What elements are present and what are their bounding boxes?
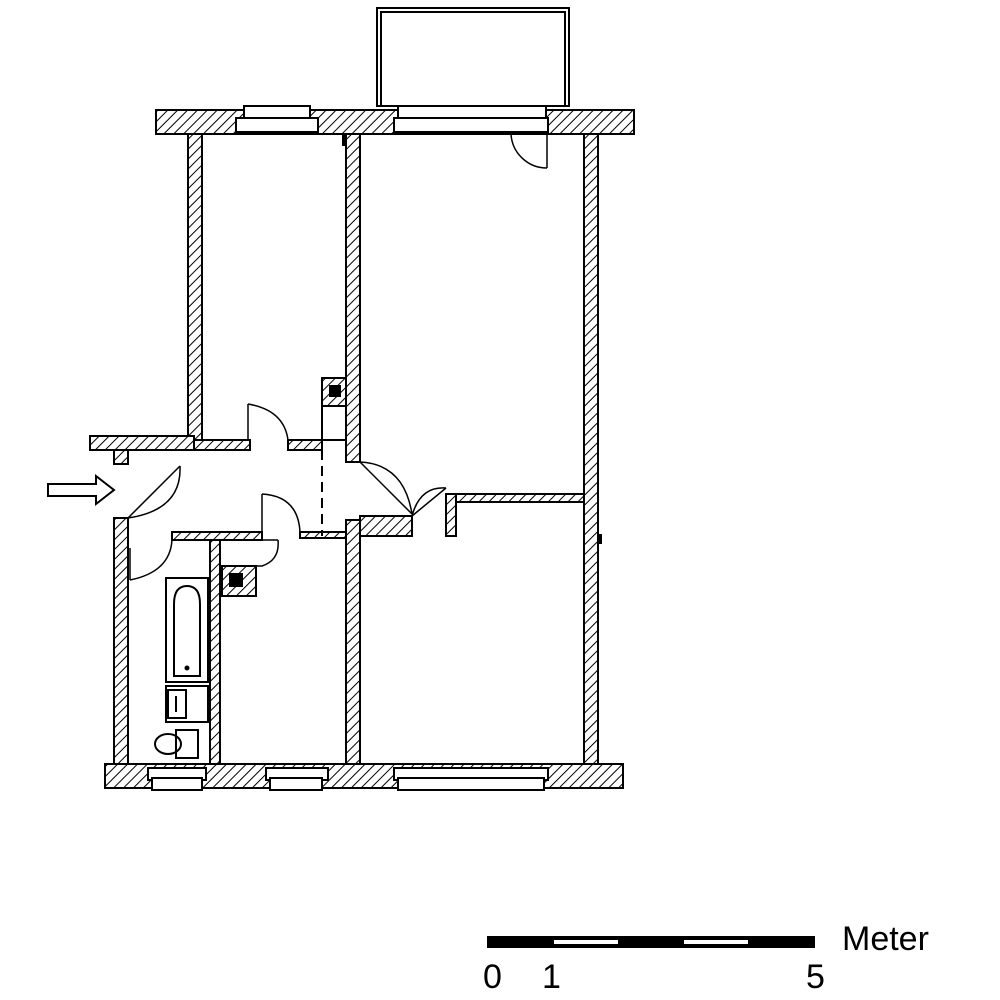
wall-center-lower <box>345 519 361 765</box>
wall-left-upper <box>187 133 203 451</box>
window-top-left <box>235 117 319 133</box>
window-bottom-kitchen-sill <box>269 777 323 791</box>
wall-corridor-top-mid <box>193 439 251 451</box>
door-lower-right-room <box>411 487 447 517</box>
toilet-icon <box>154 729 199 759</box>
wall-corridor-bottom-3 <box>359 515 413 537</box>
wall-right-rooms <box>451 493 585 503</box>
scale-unit-label: Meter <box>842 920 929 958</box>
door-entrance <box>127 465 181 519</box>
doors <box>127 133 548 581</box>
window-top-right-sill <box>397 105 547 119</box>
scale-tick-0: 0 <box>483 958 502 996</box>
windows <box>147 105 549 791</box>
wall-bump <box>598 534 602 544</box>
door-balcony <box>510 133 548 169</box>
window-bottom-bath-sill <box>151 777 203 791</box>
window-top-right <box>393 117 549 133</box>
door-upper-right-room <box>359 461 413 515</box>
window-bottom-room-sill <box>397 777 545 791</box>
door-kitchen <box>261 493 301 533</box>
scale-bar <box>487 936 815 948</box>
bathtub-icon <box>165 577 209 683</box>
wall-bath-left <box>113 517 129 765</box>
balcony <box>376 7 570 107</box>
wall-bath-right <box>209 539 221 765</box>
chimney-icon <box>221 565 257 597</box>
wall-right-rooms-stub <box>445 493 457 537</box>
wall-corridor-bottom-1 <box>171 531 263 541</box>
entrance-arrow-icon <box>47 473 116 507</box>
scale-tick-5: 5 <box>806 958 825 996</box>
wall-corridor-top-mid2 <box>287 439 323 451</box>
door-bathroom <box>129 539 173 581</box>
wall-bump <box>342 134 346 146</box>
washbasin-icon <box>165 685 209 723</box>
chimney-icon <box>321 377 347 441</box>
wall-corridor-top-left <box>89 435 195 451</box>
scale-tick-1: 1 <box>542 958 561 996</box>
door-upper-left-room <box>247 403 289 441</box>
wall-entrance-stub <box>113 449 129 465</box>
door-kitchen-cabinet <box>222 539 279 567</box>
wall-right <box>583 133 599 765</box>
window-top-left-sill <box>243 105 311 119</box>
wall-center-upper <box>345 133 361 463</box>
